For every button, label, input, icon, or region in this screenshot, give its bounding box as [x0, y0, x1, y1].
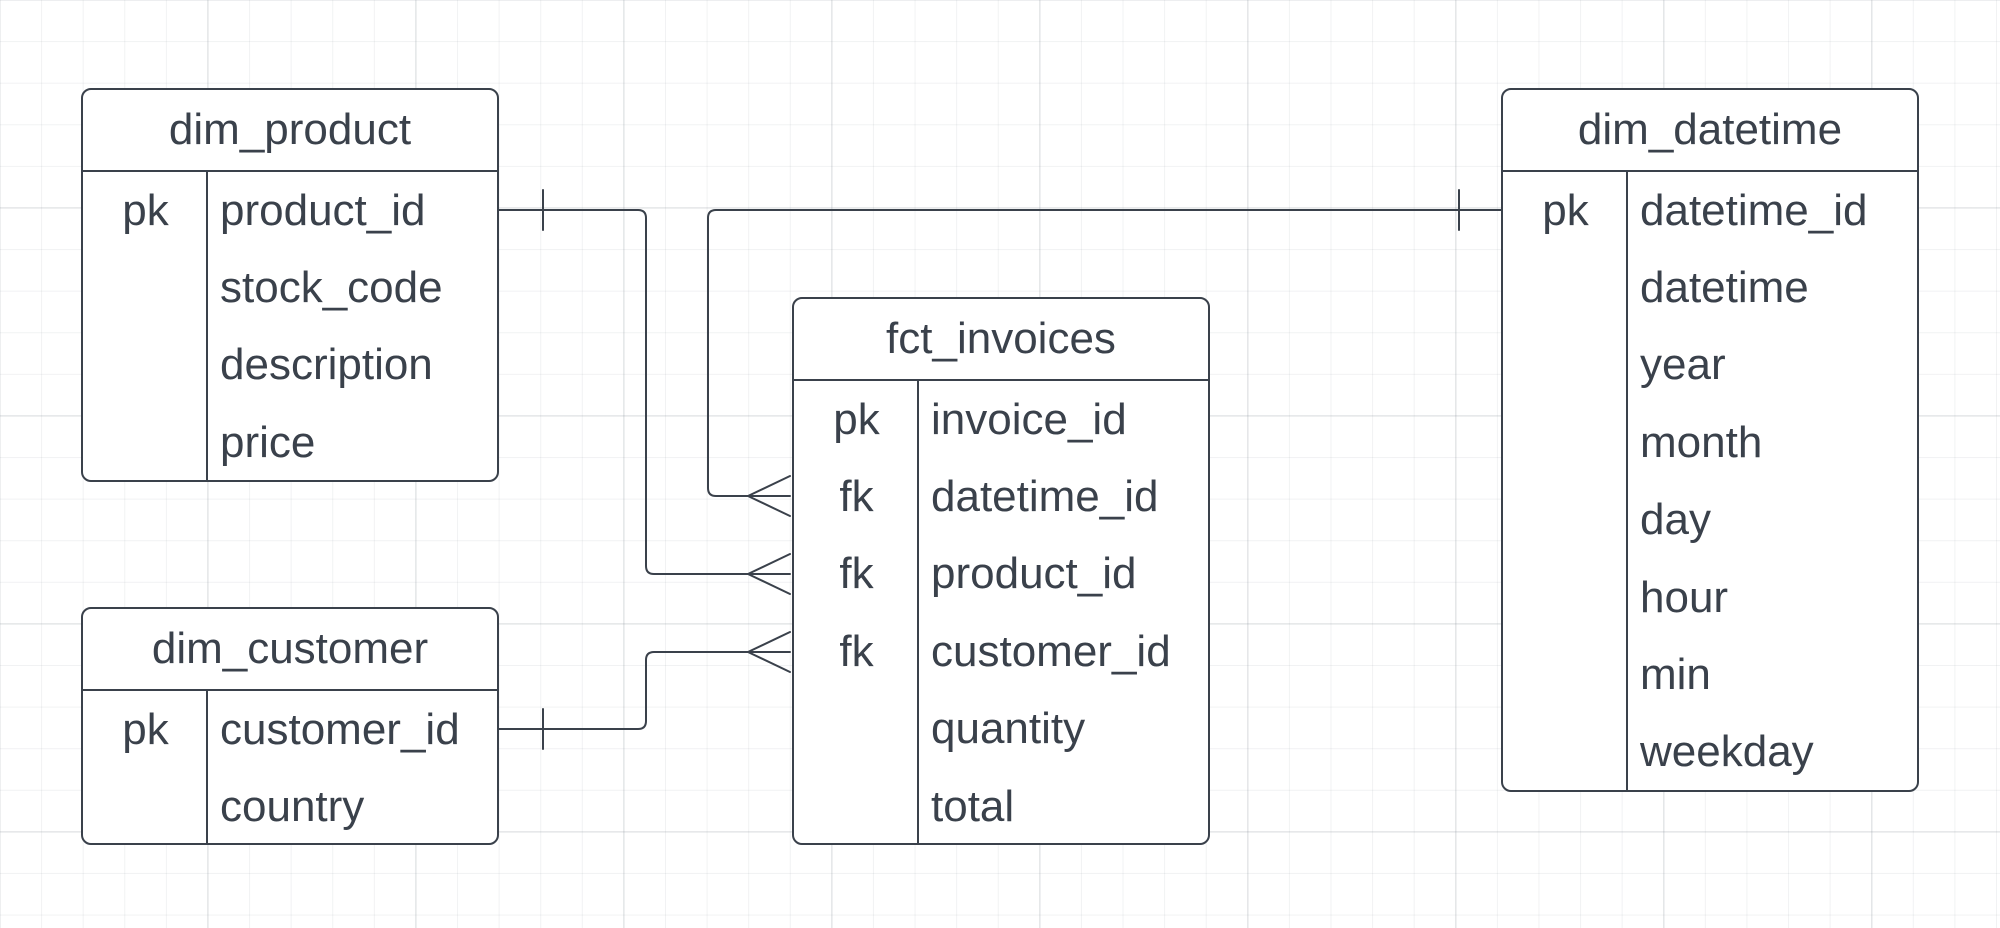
entity-row: price [83, 404, 497, 480]
many-marker-bottom [747, 495, 791, 517]
column-name: total [931, 781, 1015, 831]
key-cell: fk [839, 472, 874, 522]
entity-row: datetime [1503, 249, 1917, 326]
entity-row: total [794, 768, 1208, 843]
entity-row: fk datetime_id [794, 458, 1208, 535]
entity-fct-invoices[interactable]: fct_invoices pk invoice_id fk datetime_i… [792, 297, 1210, 845]
entity-title: dim_customer [83, 609, 497, 691]
column-name: weekday [1640, 727, 1814, 777]
column-name: month [1640, 417, 1763, 467]
many-marker-top [747, 553, 791, 575]
key-divider [1626, 172, 1628, 790]
entity-title: dim_datetime [1503, 90, 1917, 172]
column-name: customer_id [220, 704, 460, 754]
column-name: country [220, 782, 365, 832]
column-name: product_id [931, 549, 1137, 599]
many-marker-top [747, 631, 791, 653]
entity-body: pk product_id stock_code description pri… [83, 172, 497, 480]
key-cell: pk [1542, 185, 1589, 235]
column-name: day [1640, 495, 1711, 545]
column-name: invoice_id [931, 394, 1127, 444]
entity-dim-datetime[interactable]: dim_datetime pk datetime_id datetime yea… [1501, 88, 1919, 792]
key-divider [206, 691, 208, 843]
key-cell: pk [122, 185, 169, 235]
column-name: year [1640, 340, 1726, 390]
column-name: stock_code [220, 263, 443, 313]
column-name: price [220, 417, 316, 467]
entity-title: fct_invoices [794, 299, 1208, 381]
entity-row: stock_code [83, 249, 497, 326]
key-cell: pk [122, 704, 169, 754]
entity-row: pk product_id [83, 172, 497, 249]
column-name: quantity [931, 704, 1086, 754]
entity-row: quantity [794, 691, 1208, 768]
key-divider [917, 381, 919, 843]
entity-row: fk product_id [794, 536, 1208, 613]
entity-body: pk invoice_id fk datetime_id fk product_… [794, 381, 1208, 843]
key-divider [206, 172, 208, 480]
column-name: product_id [220, 185, 426, 235]
entity-row: min [1503, 636, 1917, 713]
entity-row: description [83, 327, 497, 404]
relationship-product-to-invoices [497, 189, 791, 595]
entity-row: day [1503, 482, 1917, 559]
entity-row: month [1503, 404, 1917, 481]
entity-dim-customer[interactable]: dim_customer pk customer_id country [81, 607, 499, 845]
column-name: customer_id [931, 626, 1171, 676]
column-name: datetime_id [1640, 185, 1868, 235]
entity-row: year [1503, 327, 1917, 404]
key-cell: fk [839, 549, 874, 599]
column-name: min [1640, 650, 1711, 700]
many-marker-bottom [747, 651, 791, 673]
entity-row: pk datetime_id [1503, 172, 1917, 249]
many-marker-top [747, 475, 791, 497]
entity-row: weekday [1503, 714, 1917, 790]
many-marker-bottom [747, 573, 791, 595]
key-cell: pk [833, 394, 880, 444]
connector-path [497, 209, 791, 575]
connector-path [497, 651, 791, 730]
entity-row: fk customer_id [794, 613, 1208, 690]
entity-dim-product[interactable]: dim_product pk product_id stock_code des… [81, 88, 499, 482]
entity-body: pk customer_id country [83, 691, 497, 843]
column-name: description [220, 340, 433, 390]
entity-row: pk customer_id [83, 691, 497, 768]
entity-row: hour [1503, 559, 1917, 636]
entity-row: pk invoice_id [794, 381, 1208, 458]
entity-title: dim_product [83, 90, 497, 172]
entity-row: country [83, 768, 497, 843]
column-name: datetime [1640, 263, 1809, 313]
entity-body: pk datetime_id datetime year month day [1503, 172, 1917, 790]
column-name: datetime_id [931, 472, 1159, 522]
relationship-customer-to-invoices [497, 631, 791, 750]
column-name: hour [1640, 572, 1729, 622]
key-cell: fk [839, 626, 874, 676]
